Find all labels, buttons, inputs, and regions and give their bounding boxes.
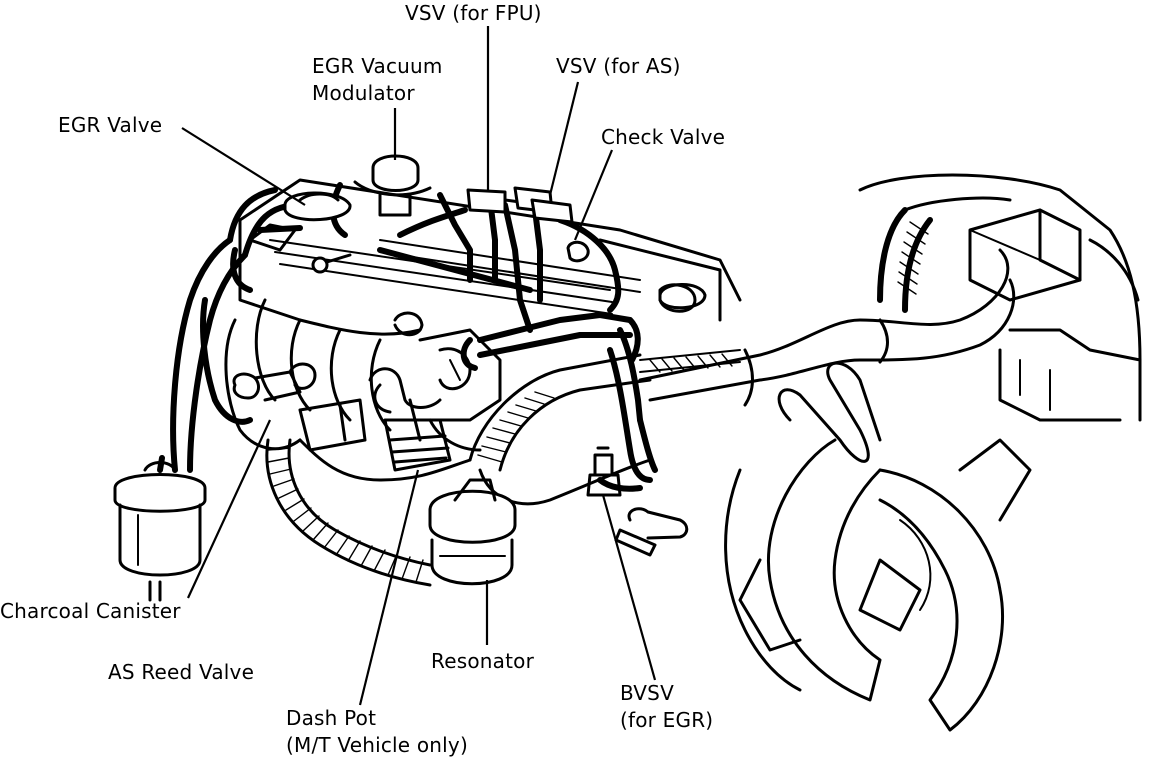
lower-hose	[265, 438, 432, 587]
label-check-valve: Check Valve	[601, 125, 726, 149]
label-dash-pot-line1: Dash Pot	[286, 706, 377, 730]
vacuum-hoses	[170, 182, 658, 492]
charcoal-canister-drawing	[113, 455, 207, 602]
oil-cap-drawing	[658, 283, 707, 310]
radiator-housing	[858, 173, 1142, 422]
resonator-drawing	[428, 478, 517, 586]
vsv-fpu-drawing	[466, 188, 522, 214]
throttle-body	[368, 367, 452, 472]
leader-lines	[181, 26, 657, 706]
label-vsv-as: VSV (for AS)	[556, 54, 681, 78]
check-valve-drawing	[566, 240, 590, 263]
label-egr-vacuum-modulator-line2: Modulator	[312, 81, 415, 105]
label-as-reed-valve: AS Reed Valve	[108, 660, 255, 684]
bvsv-drawing	[586, 446, 689, 557]
egr-vacuum-modulator-drawing	[353, 154, 432, 217]
long-hose-right	[639, 349, 741, 373]
label-vsv-fpu: VSV (for FPU)	[405, 1, 542, 25]
label-resonator: Resonator	[431, 649, 534, 673]
egr-valve-drawing	[248, 191, 352, 274]
intake-manifold	[224, 298, 502, 482]
vsv-as-drawing	[513, 186, 574, 224]
label-bvsv-line1: BVSV	[620, 681, 674, 705]
air-bellows	[468, 353, 652, 506]
label-bvsv-line2: (for EGR)	[620, 708, 714, 732]
label-egr-vacuum-modulator-line1: EGR Vacuum	[312, 54, 443, 78]
label-bvsv: BVSV (for EGR)	[620, 680, 713, 734]
as-reed-valve-drawing	[232, 362, 367, 452]
label-egr-vacuum-modulator: EGR Vacuum Modulator	[312, 53, 443, 107]
label-dash-pot: Dash Pot (M/T Vehicle only)	[286, 705, 468, 759]
label-dash-pot-line2: (M/T Vehicle only)	[286, 733, 468, 757]
label-charcoal-canister: Charcoal Canister	[0, 599, 181, 623]
cooling-fan	[724, 361, 1032, 732]
air-intake-duct	[638, 196, 1016, 407]
label-egr-valve: EGR Valve	[58, 113, 163, 137]
